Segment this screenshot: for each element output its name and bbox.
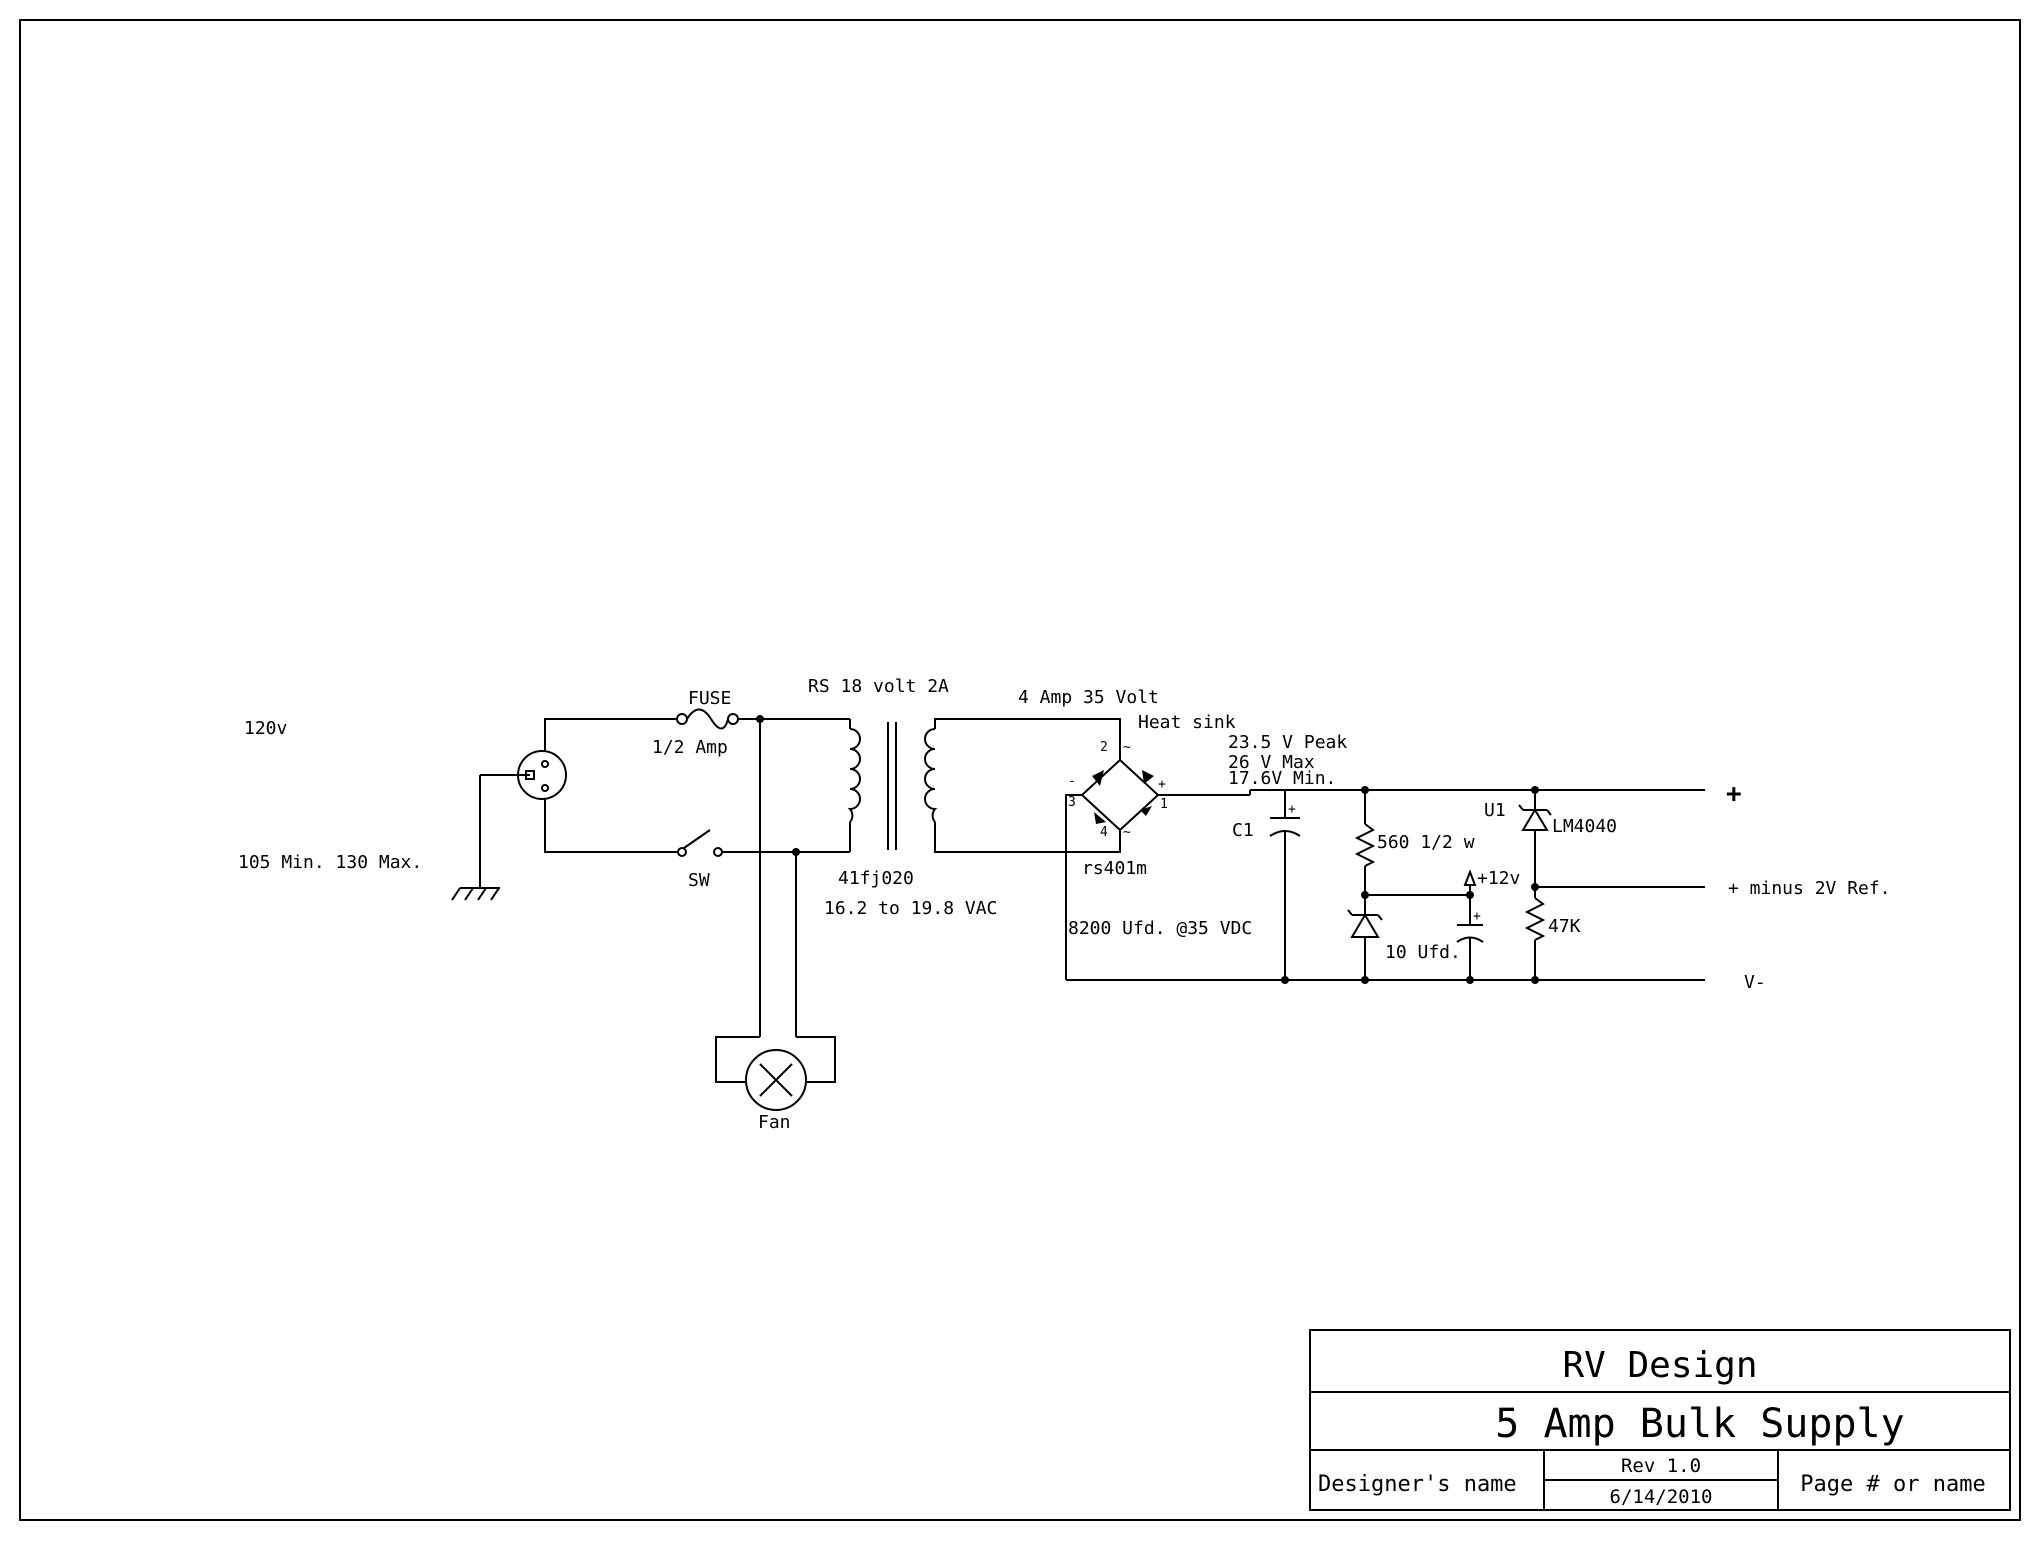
fan-wires (715, 719, 836, 1083)
label-vac-range: 16.2 to 19.8 VAC (824, 898, 997, 919)
title-block (1309, 1329, 2011, 1511)
title-block-rev: Rev 1.0 (1621, 1455, 1701, 1477)
label-u1: U1 (1484, 800, 1506, 821)
bridge-rectifier (1065, 758, 1250, 980)
label-min-voltage: 17.6V Min. (1228, 768, 1336, 789)
resistor-560 (1354, 790, 1376, 895)
label-switch: SW (688, 870, 710, 891)
label-fuse-rating: 1/2 Amp (652, 737, 728, 758)
label-bridge-pin-4: 4 (1100, 825, 1108, 840)
capacitor-c1 (1269, 790, 1301, 980)
label-resistor-560: 560 1/2 w (1377, 832, 1475, 853)
label-bridge-part: rs401m (1082, 858, 1147, 879)
transformer-symbol (847, 718, 1121, 853)
label-cap10-plus: + (1473, 909, 1481, 924)
junction-dots (1281, 786, 1539, 984)
reference-u1-lm4040 (1518, 790, 1552, 887)
capacitor-10ufd (1456, 869, 1484, 980)
label-fan: Fan (758, 1112, 791, 1133)
label-120v: 120v (244, 718, 287, 739)
label-voltage-range: 105 Min. 130 Max. (238, 852, 422, 873)
title-block-title: 5 Amp Bulk Supply (1495, 1401, 1904, 1447)
label-output-vminus: V- (1744, 972, 1766, 993)
ground-symbol (451, 774, 530, 901)
label-bridge-minus: - (1068, 774, 1076, 789)
ac-line-wires (544, 718, 677, 853)
label-transformer: RS 18 volt 2A (808, 676, 949, 697)
label-peak-voltage: 23.5 V Peak (1228, 732, 1347, 753)
fuse-symbol (676, 708, 850, 730)
label-bridge-pin-2: 2 (1100, 740, 1108, 755)
dc-rails (1066, 789, 1705, 981)
label-lm4040: LM4040 (1552, 816, 1617, 837)
label-plus-12v: +12v (1477, 868, 1520, 889)
title-block-company: RV Design (1562, 1345, 1757, 1386)
label-fuse: FUSE (688, 688, 731, 709)
label-c1: C1 (1232, 820, 1254, 841)
label-bridge-pin-1: 1 (1160, 797, 1168, 812)
label-cap-10ufd: 10 Ufd. (1385, 942, 1461, 963)
label-c1-value: 8200 Ufd. @35 VDC (1068, 918, 1252, 939)
sheet-border (19, 19, 2021, 1521)
label-bridge-plus: + (1158, 777, 1166, 792)
label-c1-plus: + (1288, 802, 1296, 817)
switch-symbol (677, 829, 850, 857)
label-bridge-ac-1: ~ (1123, 740, 1131, 755)
label-output-reference: + minus 2V Ref. (1728, 878, 1891, 899)
label-transformer-part: 41fj020 (838, 868, 914, 889)
label-bridge-ac-2: ~ (1123, 825, 1131, 840)
title-block-date: 6/14/2010 (1610, 1486, 1713, 1508)
label-heat-sink: Heat sink (1138, 712, 1236, 733)
label-bridge-pin-3: 3 (1068, 795, 1076, 810)
label-resistor-47k: 47K (1548, 916, 1581, 937)
label-max-voltage: 26 V Max (1228, 752, 1315, 773)
label-bridge-rating: 4 Amp 35 Volt (1018, 687, 1159, 708)
title-block-page: Page # or name (1800, 1472, 1985, 1497)
label-output-plus: + (1726, 779, 1742, 809)
fan-symbol (745, 1049, 807, 1111)
title-block-designer: Designer's name (1318, 1472, 1517, 1497)
zener-diode-12v (1347, 895, 1383, 980)
resistor-47k (1524, 887, 1546, 980)
